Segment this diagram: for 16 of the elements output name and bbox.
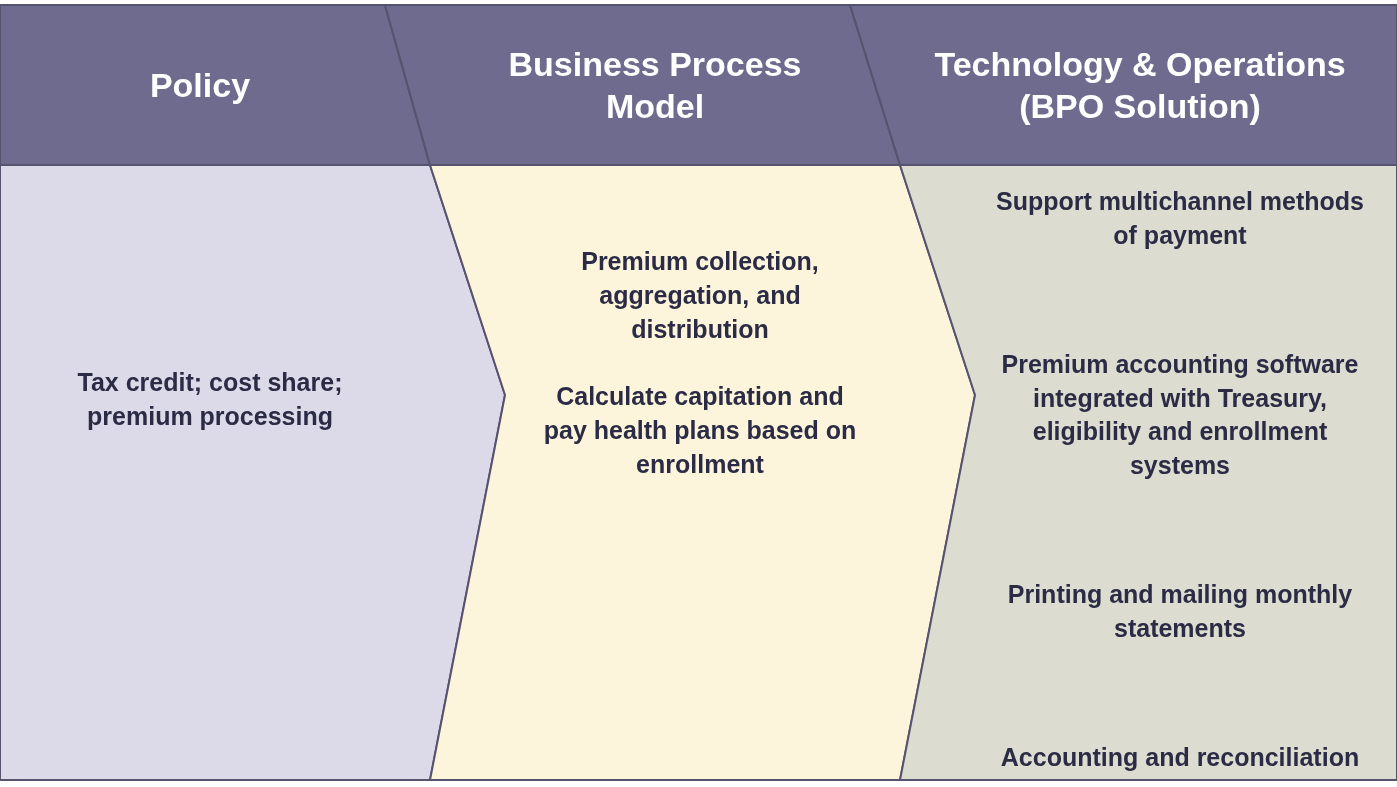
chevron-panel <box>430 165 975 780</box>
description-text: Calculate capitation and pay health plans based on enrollment <box>542 381 858 480</box>
description-text: Printing and mailing monthly statements <box>1006 579 1354 645</box>
column-heading: Technology & Operations (BPO Solution) <box>933 43 1347 127</box>
column-heading: Business Process Model <box>507 43 803 127</box>
description-text: Tax credit; cost share; premium processing <box>76 367 344 432</box>
column-header <box>0 5 430 165</box>
column-header <box>385 5 900 165</box>
description-text: Support multichannel methods of payment <box>994 186 1366 251</box>
chevron-panel <box>0 165 505 780</box>
description-text: Premium accounting software integrated with Treasury, eligibility and enrollment systems <box>1000 348 1360 482</box>
chevron-panel <box>900 165 1397 780</box>
description-text: Accounting and reconciliation <box>1000 742 1360 774</box>
description-text: Premium collection, aggregation, and distribution <box>580 246 820 345</box>
column-heading: Policy <box>149 64 251 106</box>
column-header <box>850 5 1397 165</box>
